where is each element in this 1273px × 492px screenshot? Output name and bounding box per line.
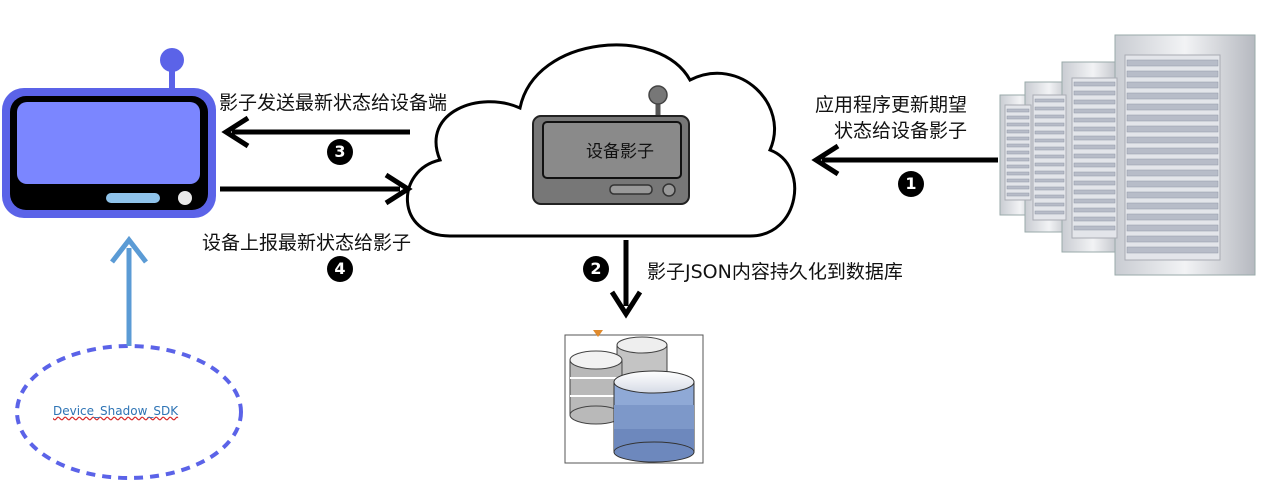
server-slot [1006,122,1030,127]
server-slot [1073,198,1116,204]
server-slot [1126,158,1219,166]
server-slot [1073,144,1116,150]
server-slot [1073,99,1116,105]
server-slot [1126,81,1219,89]
arrow-step-4 [220,172,413,206]
server-slot [1126,114,1219,122]
database-icon [564,330,704,464]
server-slot [1006,192,1030,197]
server-slot [1034,122,1065,127]
sdk-ellipse [15,344,243,480]
server-slot [1034,146,1065,151]
step-1-badge: 1 [898,171,924,197]
step-3-label: 影子发送最新状态给设备端 [219,92,448,114]
server-slot [1073,108,1116,114]
server-slot [1034,154,1065,159]
server-slot [1126,136,1219,144]
server-slot [1073,90,1116,96]
device-icon [2,48,216,218]
server-slot [1126,213,1219,221]
server-slot [1034,194,1065,199]
step-4-badge: 4 [327,256,353,282]
server-slot [1126,180,1219,188]
server-slot [1034,138,1065,143]
arrow-step-2 [609,240,643,319]
server-slot [1006,164,1030,169]
server-slot [1006,171,1030,176]
server-slot [1073,135,1116,141]
server-slot [1073,162,1116,168]
server-slot [1034,210,1065,215]
server-slot [1073,81,1116,87]
server-slot [1034,162,1065,167]
server-slot [1006,108,1030,113]
step-2-label: 影子JSON内容持久化到数据库 [647,261,903,283]
server-slot [1073,117,1116,123]
server-slot [1073,189,1116,195]
server-slot [1126,147,1219,155]
server-slot [1034,186,1065,191]
server-slot [1126,169,1219,177]
server-slot [1073,153,1116,159]
server-slot [1034,98,1065,103]
server-slot [1034,114,1065,119]
server-slot [1006,136,1030,141]
arrow-step-1 [811,143,998,177]
server-slot [1073,225,1116,231]
server-slot [1126,103,1219,111]
step-3-badge: 3 [327,139,353,165]
server-slot [1034,170,1065,175]
server-slot [1034,106,1065,111]
server-slot [1073,180,1116,186]
server-slot [1126,125,1219,133]
step-2-badge: 2 [583,256,609,282]
server-slot [1006,178,1030,183]
server-slot [1006,157,1030,162]
arrow-step-3 [221,115,410,149]
device-shadow-icon [532,85,690,205]
step-1-label-line2: 状态给设备影子 [834,120,968,142]
server-rack-icon [999,34,1256,276]
server-slot [1126,92,1219,100]
server-slot [1126,70,1219,78]
server-slot [1073,126,1116,132]
sdk-arrow-head [110,235,148,264]
step-4-label: 设备上报最新状态给影子 [202,232,412,254]
server-slot [1073,216,1116,222]
server-slot [1126,191,1219,199]
server-slot [1126,59,1219,67]
server-slot [1034,202,1065,207]
server-slot [1073,171,1116,177]
server-slot [1006,185,1030,190]
server-slot [1126,224,1219,232]
device-shadow-label: 设备影子 [586,142,654,162]
server-slot [1006,129,1030,134]
server-slot [1126,246,1219,254]
server-slot [1073,207,1116,213]
sdk-label: Device_Shadow_SDK [53,404,179,418]
server-slot [1006,143,1030,148]
server-slot [1034,130,1065,135]
server-slot [1034,178,1065,183]
server-slot [1006,115,1030,120]
server-slot [1006,150,1030,155]
server-slot [1126,235,1219,243]
server-slot [1126,202,1219,210]
step-1-label-line1: 应用程序更新期望 [815,94,968,116]
